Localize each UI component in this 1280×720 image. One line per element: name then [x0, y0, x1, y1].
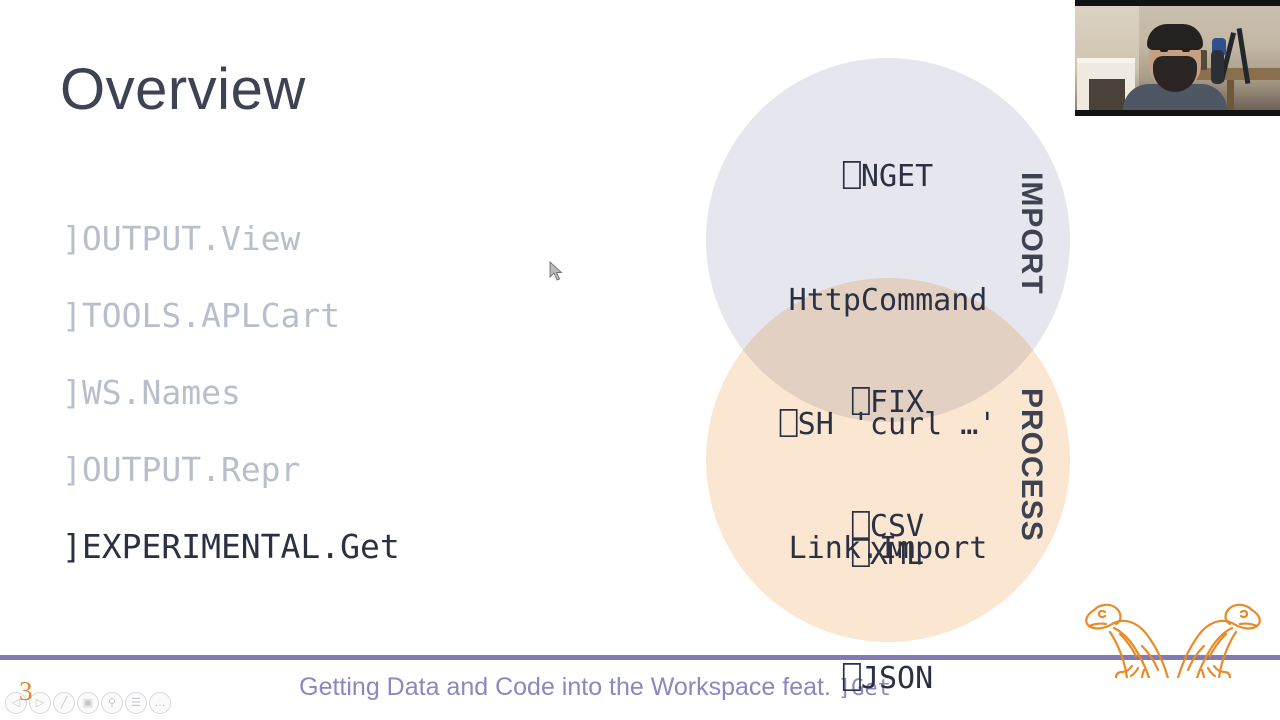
webcam-fireplace-opening [1089, 79, 1125, 110]
list-item: ]WS.Names [62, 373, 241, 412]
dyalog-logo [1085, 603, 1261, 678]
venn-circle-process [706, 278, 1070, 642]
footer-title-command: ]Get [837, 676, 891, 701]
mouse-cursor [549, 261, 563, 281]
webcam-fireplace [1077, 58, 1135, 110]
more-options-icon[interactable]: … [149, 692, 171, 714]
list-item: ]OUTPUT.Repr [62, 450, 301, 489]
list-item: ]OUTPUT.View [62, 219, 301, 258]
webcam-microphone [1211, 50, 1224, 84]
page-number: 3 [19, 676, 33, 706]
venn-item: ⎕SH 'curl …' [779, 407, 997, 442]
venn-process-items: ⎕XML ⎕JSON [706, 458, 1070, 720]
venn-diagram: ⎕NGET HttpCommand ⎕SH 'curl …' Link.Impo… [706, 58, 1070, 696]
list-item-highlighted: ]EXPERIMENTAL.Get [62, 527, 400, 566]
venn-item: ⎕JSON [842, 661, 934, 696]
webcam-desk [1193, 68, 1280, 80]
footer-divider [0, 655, 1280, 660]
venn-item: ⎕FIX [851, 385, 925, 420]
webcam-overlay[interactable] [1075, 0, 1280, 116]
venn-item: ⎕XML [851, 537, 925, 572]
previous-slide-icon[interactable]: ◁ [5, 692, 27, 714]
footer-title-text: Getting Data and Code into the Workspace… [299, 673, 838, 701]
venn-label-import: IMPORT [1015, 172, 1048, 295]
webcam-video [1075, 6, 1280, 110]
webcam-person-hair [1147, 24, 1203, 50]
venn-item: HttpCommand [788, 283, 988, 318]
webcam-person-beard [1153, 56, 1197, 92]
webcam-person-eye-left [1160, 48, 1168, 52]
pen-tool-icon[interactable]: ╱ [53, 692, 75, 714]
page-title: Overview [60, 57, 306, 122]
venn-item: ⎕CSV [851, 509, 925, 544]
next-slide-icon[interactable]: ▷ [29, 692, 51, 714]
venn-label-process: PROCESS [1015, 388, 1048, 542]
webcam-desk-leg [1227, 80, 1234, 110]
notes-view-icon[interactable]: ☰ [125, 692, 147, 714]
footer-title: Getting Data and Code into the Workspace… [0, 673, 1190, 702]
navigation-toolbar: ◁ ▷ ╱ ▣ ⚲ ☰ … [5, 692, 171, 714]
slide-overview-icon[interactable]: ▣ [77, 692, 99, 714]
venn-import-items: ⎕NGET HttpCommand ⎕SH 'curl …' Link.Impo… [706, 80, 1070, 646]
webcam-person-eye-right [1182, 48, 1190, 52]
venn-item: ⎕NGET [842, 159, 934, 194]
venn-item: Link.Import [788, 531, 988, 566]
zoom-tool-icon[interactable]: ⚲ [101, 692, 123, 714]
list-item: ]TOOLS.APLCart [62, 296, 341, 335]
venn-intersection-items: ⎕FIX ⎕CSV [706, 306, 1070, 624]
bullet-list: ]OUTPUT.View ]TOOLS.APLCart ]WS.Names ]O… [62, 200, 622, 585]
